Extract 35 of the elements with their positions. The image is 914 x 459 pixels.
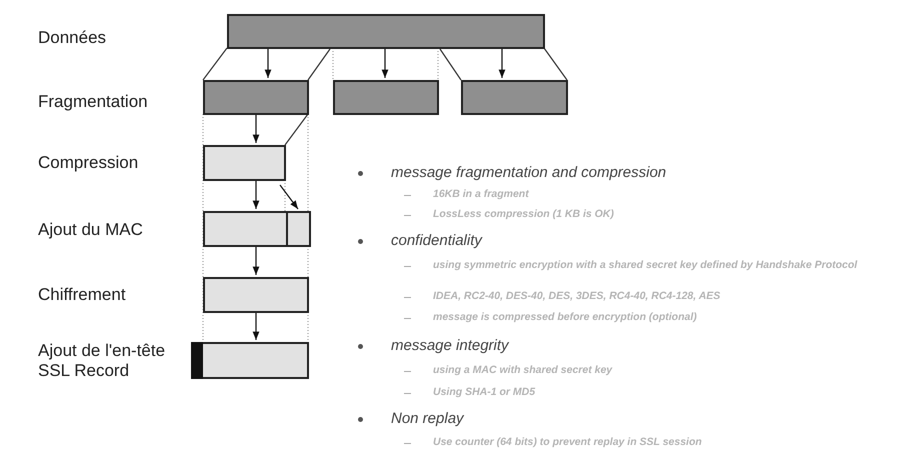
sub-bullet-text: Using SHA-1 or MD5 bbox=[433, 386, 536, 398]
arrow bbox=[498, 49, 506, 78]
bullet-text: confidentiality bbox=[391, 232, 482, 249]
arrow bbox=[252, 247, 260, 275]
bullet-text: Non replay bbox=[391, 410, 464, 427]
arrow bbox=[252, 181, 260, 209]
sub-bullet-text: using a MAC with shared secret key bbox=[433, 364, 614, 376]
bullet-text: message integrity bbox=[391, 337, 509, 354]
data-block bbox=[227, 14, 545, 49]
arrow bbox=[252, 313, 260, 340]
sub-bullet-text: message is compressed before encryption (optional) bbox=[433, 311, 698, 323]
arrow bbox=[252, 115, 260, 143]
sub-bullet-text: 16KB in a fragment bbox=[433, 188, 530, 200]
fragment-block bbox=[333, 80, 439, 115]
compressed-block bbox=[203, 145, 286, 181]
step-label: Compression bbox=[38, 153, 140, 173]
mac-block bbox=[286, 211, 311, 247]
mac-record-block bbox=[203, 211, 309, 247]
arrow bbox=[264, 49, 272, 78]
step-label: Données bbox=[38, 28, 108, 48]
step-label: Chiffrement bbox=[38, 285, 127, 305]
arrow bbox=[382, 49, 388, 78]
step-label: Ajout du MAC bbox=[38, 220, 144, 240]
record-block bbox=[191, 342, 309, 379]
sub-bullet-text: using symmetric encryption with a shared secret key defined by Handshake Protocol bbox=[433, 259, 858, 271]
sub-bullet-text: IDEA, RC2-40, DES-40, DES, 3DES, RC4-40, RC4-128, AES bbox=[433, 290, 722, 302]
step-label: Fragmentation bbox=[38, 92, 149, 112]
encrypted-block bbox=[203, 277, 309, 313]
bullet-text: message fragmentation and compression bbox=[391, 164, 666, 181]
arrow bbox=[280, 184, 298, 210]
step-label: Ajout de l'en-tête SSL Record bbox=[38, 341, 166, 381]
fragment-block bbox=[203, 80, 309, 115]
fragment-block bbox=[461, 80, 568, 115]
sub-bullet-text: Use counter (64 bits) to prevent replay in SSL session bbox=[433, 436, 703, 448]
sub-bullet-text: LossLess compression (1 KB is OK) bbox=[433, 208, 615, 220]
